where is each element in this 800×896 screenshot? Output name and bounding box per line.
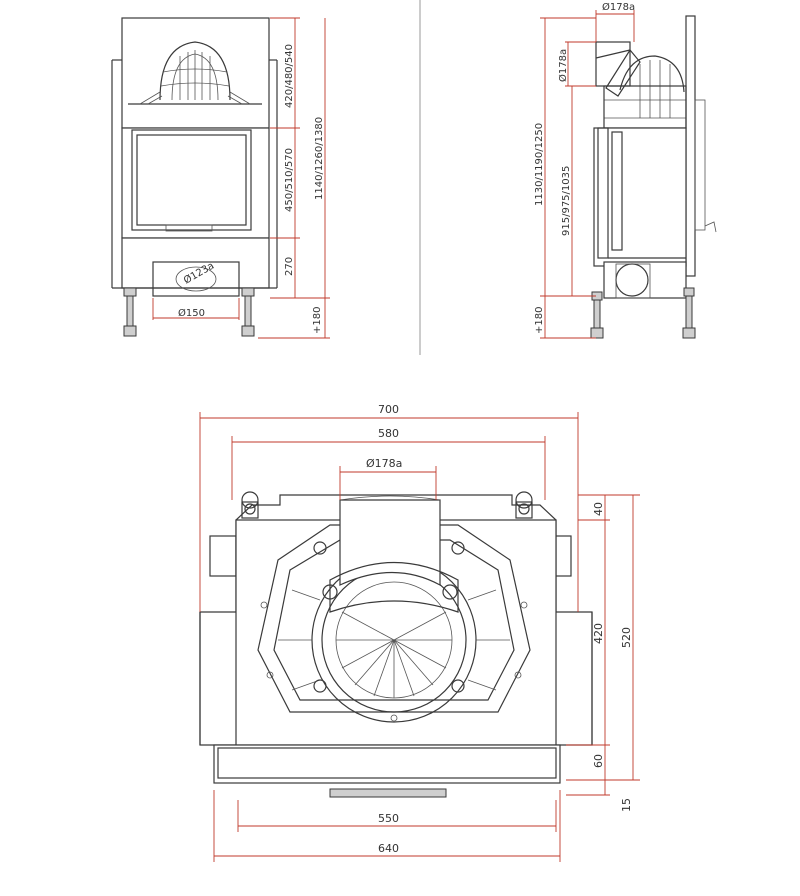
side-legs [590, 287, 696, 339]
side-dim-legs: +180 [534, 307, 545, 334]
top-dim-15: 15 [620, 798, 633, 812]
side-dim-flue-top: Ø178a [602, 1, 635, 13]
front-glass [131, 129, 252, 231]
top-dim-520: 520 [620, 627, 633, 648]
top-dim-40: 40 [592, 502, 605, 516]
side-backplate [685, 15, 696, 277]
front-view: 420/480/540 450/510/570 270 1140/1260/13… [111, 17, 330, 339]
top-dim-420: 420 [592, 623, 605, 644]
front-dim-overall: 1140/1260/1380 [314, 117, 325, 200]
top-dim-580: 580 [378, 427, 399, 440]
front-dim-flue: Ø150 [178, 307, 205, 319]
front-dim-legs: +180 [312, 307, 323, 334]
top-view: 700 580 Ø178a 40 420 520 60 15 550 640 [199, 403, 640, 862]
top-chamber-bolts [260, 541, 528, 722]
top-bolts [241, 491, 533, 519]
front-dome [139, 41, 251, 105]
top-dim-700: 700 [378, 403, 399, 416]
top-dim-flue: Ø178a [366, 457, 402, 470]
top-dim-60: 60 [592, 754, 605, 768]
side-body [593, 127, 687, 267]
front-dim-top: 420/480/540 [284, 44, 295, 108]
side-dim-body: 915/975/1035 [561, 166, 572, 236]
front-firebox [121, 127, 270, 239]
front-dim-bottom: 270 [284, 257, 295, 276]
top-dim-640: 640 [378, 842, 399, 855]
side-view: Ø178a Ø178a 1130/1190/1250 915/975/1035 … [534, 1, 717, 339]
side-dim-overall: 1130/1190/1250 [534, 123, 545, 206]
front-outlet [152, 261, 240, 297]
side-flue [595, 41, 631, 87]
front-legs [123, 287, 255, 337]
top-dim-550: 550 [378, 812, 399, 825]
front-hood [121, 17, 270, 129]
top-front-slab [213, 744, 561, 784]
top-chamber-ribs [278, 589, 510, 698]
top-dimensions [199, 412, 640, 862]
top-chamber-outer [257, 524, 531, 713]
side-dimensions [540, 10, 635, 339]
front-dim-glass: 450/510/570 [284, 148, 295, 212]
side-dim-flue-side: Ø178a [557, 49, 569, 82]
top-front-handle [329, 788, 447, 798]
front-lower-body [121, 237, 270, 289]
front-dimensions [152, 17, 330, 339]
top-flue-collar [339, 499, 441, 587]
